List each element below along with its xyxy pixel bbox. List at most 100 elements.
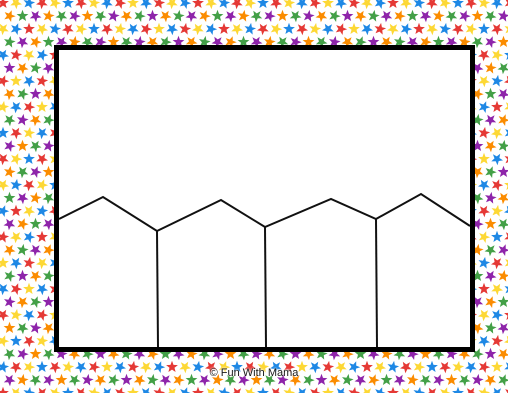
star-icon [368, 9, 380, 22]
star-icon [43, 374, 55, 386]
star-icon [497, 348, 508, 361]
star-icon [465, 23, 478, 35]
star-icon [309, 0, 322, 9]
star-icon [315, 373, 328, 385]
star-icon [134, 35, 146, 48]
star-icon [0, 283, 9, 296]
star-icon [23, 152, 35, 164]
star-icon [471, 36, 484, 49]
star-icon [354, 347, 367, 359]
star-icon [478, 75, 490, 88]
star-icon [205, 0, 217, 10]
star-icon [380, 373, 393, 385]
star-icon [140, 361, 152, 374]
star-icon [166, 23, 178, 36]
star-icon [380, 10, 393, 23]
star-icon [440, 387, 451, 393]
star-icon [315, 36, 328, 49]
star-icon [36, 23, 48, 36]
star-icon [363, 387, 372, 393]
star-icon [69, 35, 81, 48]
star-icon [218, 361, 231, 373]
star-icon [185, 373, 198, 385]
star-icon [0, 49, 9, 62]
star-icon [114, 22, 127, 35]
star-icon [23, 386, 36, 393]
star-icon [471, 269, 484, 281]
star-icon [153, 22, 165, 34]
star-icon [94, 10, 107, 23]
star-icon [315, 10, 328, 23]
star-icon [29, 140, 42, 153]
star-icon [36, 49, 49, 61]
star-icon [0, 75, 10, 87]
star-icon [17, 243, 29, 256]
star-icon [4, 140, 16, 152]
star-icon [10, 101, 22, 114]
star-icon [289, 347, 302, 359]
star-icon [42, 88, 55, 101]
star-icon [180, 387, 191, 393]
star-icon [361, 23, 373, 36]
star-icon [491, 49, 504, 61]
star-icon [224, 374, 237, 387]
star-icon [0, 230, 10, 243]
star-icon [478, 101, 491, 113]
star-icon [387, 0, 399, 8]
star-icon [211, 36, 224, 49]
star-icon [478, 309, 490, 322]
star-icon [173, 9, 185, 22]
star-icon [491, 100, 503, 112]
star-icon [23, 75, 35, 88]
star-icon [445, 36, 458, 49]
star-icon [491, 179, 504, 191]
star-icon [16, 62, 29, 75]
star-icon [484, 244, 497, 257]
star-icon [23, 179, 35, 192]
star-icon [127, 0, 139, 8]
star-icon [504, 335, 508, 343]
star-icon [16, 296, 29, 309]
star-icon [36, 153, 48, 166]
star-icon [491, 127, 503, 140]
star-icon [3, 218, 16, 231]
star-icon [498, 269, 508, 282]
star-icon [36, 127, 48, 140]
star-icon [10, 178, 23, 191]
star-icon [497, 62, 508, 75]
star-icon [218, 386, 231, 393]
star-icon [283, 386, 296, 393]
star-icon [491, 360, 503, 372]
star-icon [257, 23, 269, 36]
star-icon [29, 10, 42, 23]
star-icon [472, 218, 484, 230]
star-icon [263, 374, 276, 387]
star-icon [296, 0, 308, 10]
star-icon [10, 0, 22, 10]
drawing-panel [54, 45, 475, 352]
star-icon [289, 10, 302, 23]
star-icon [497, 88, 508, 101]
star-icon [472, 348, 484, 360]
star-icon [428, 387, 437, 393]
star-icon [147, 373, 159, 386]
star-icon [491, 153, 503, 166]
star-icon [271, 387, 280, 393]
star-icon [387, 23, 399, 36]
star-icon [49, 361, 61, 374]
star-icon [491, 283, 503, 296]
star-icon [322, 0, 334, 8]
star-icon [491, 230, 503, 242]
star-icon [250, 10, 263, 23]
star-icon [69, 10, 81, 22]
star-icon [153, 0, 166, 9]
star-icon [478, 49, 490, 62]
star-icon [445, 373, 458, 385]
star-icon [471, 139, 484, 151]
star-icon [245, 387, 256, 393]
star-icon [17, 373, 29, 386]
star-icon [329, 35, 341, 48]
star-icon [264, 10, 276, 22]
star-icon [68, 374, 81, 387]
star-icon [159, 374, 172, 387]
